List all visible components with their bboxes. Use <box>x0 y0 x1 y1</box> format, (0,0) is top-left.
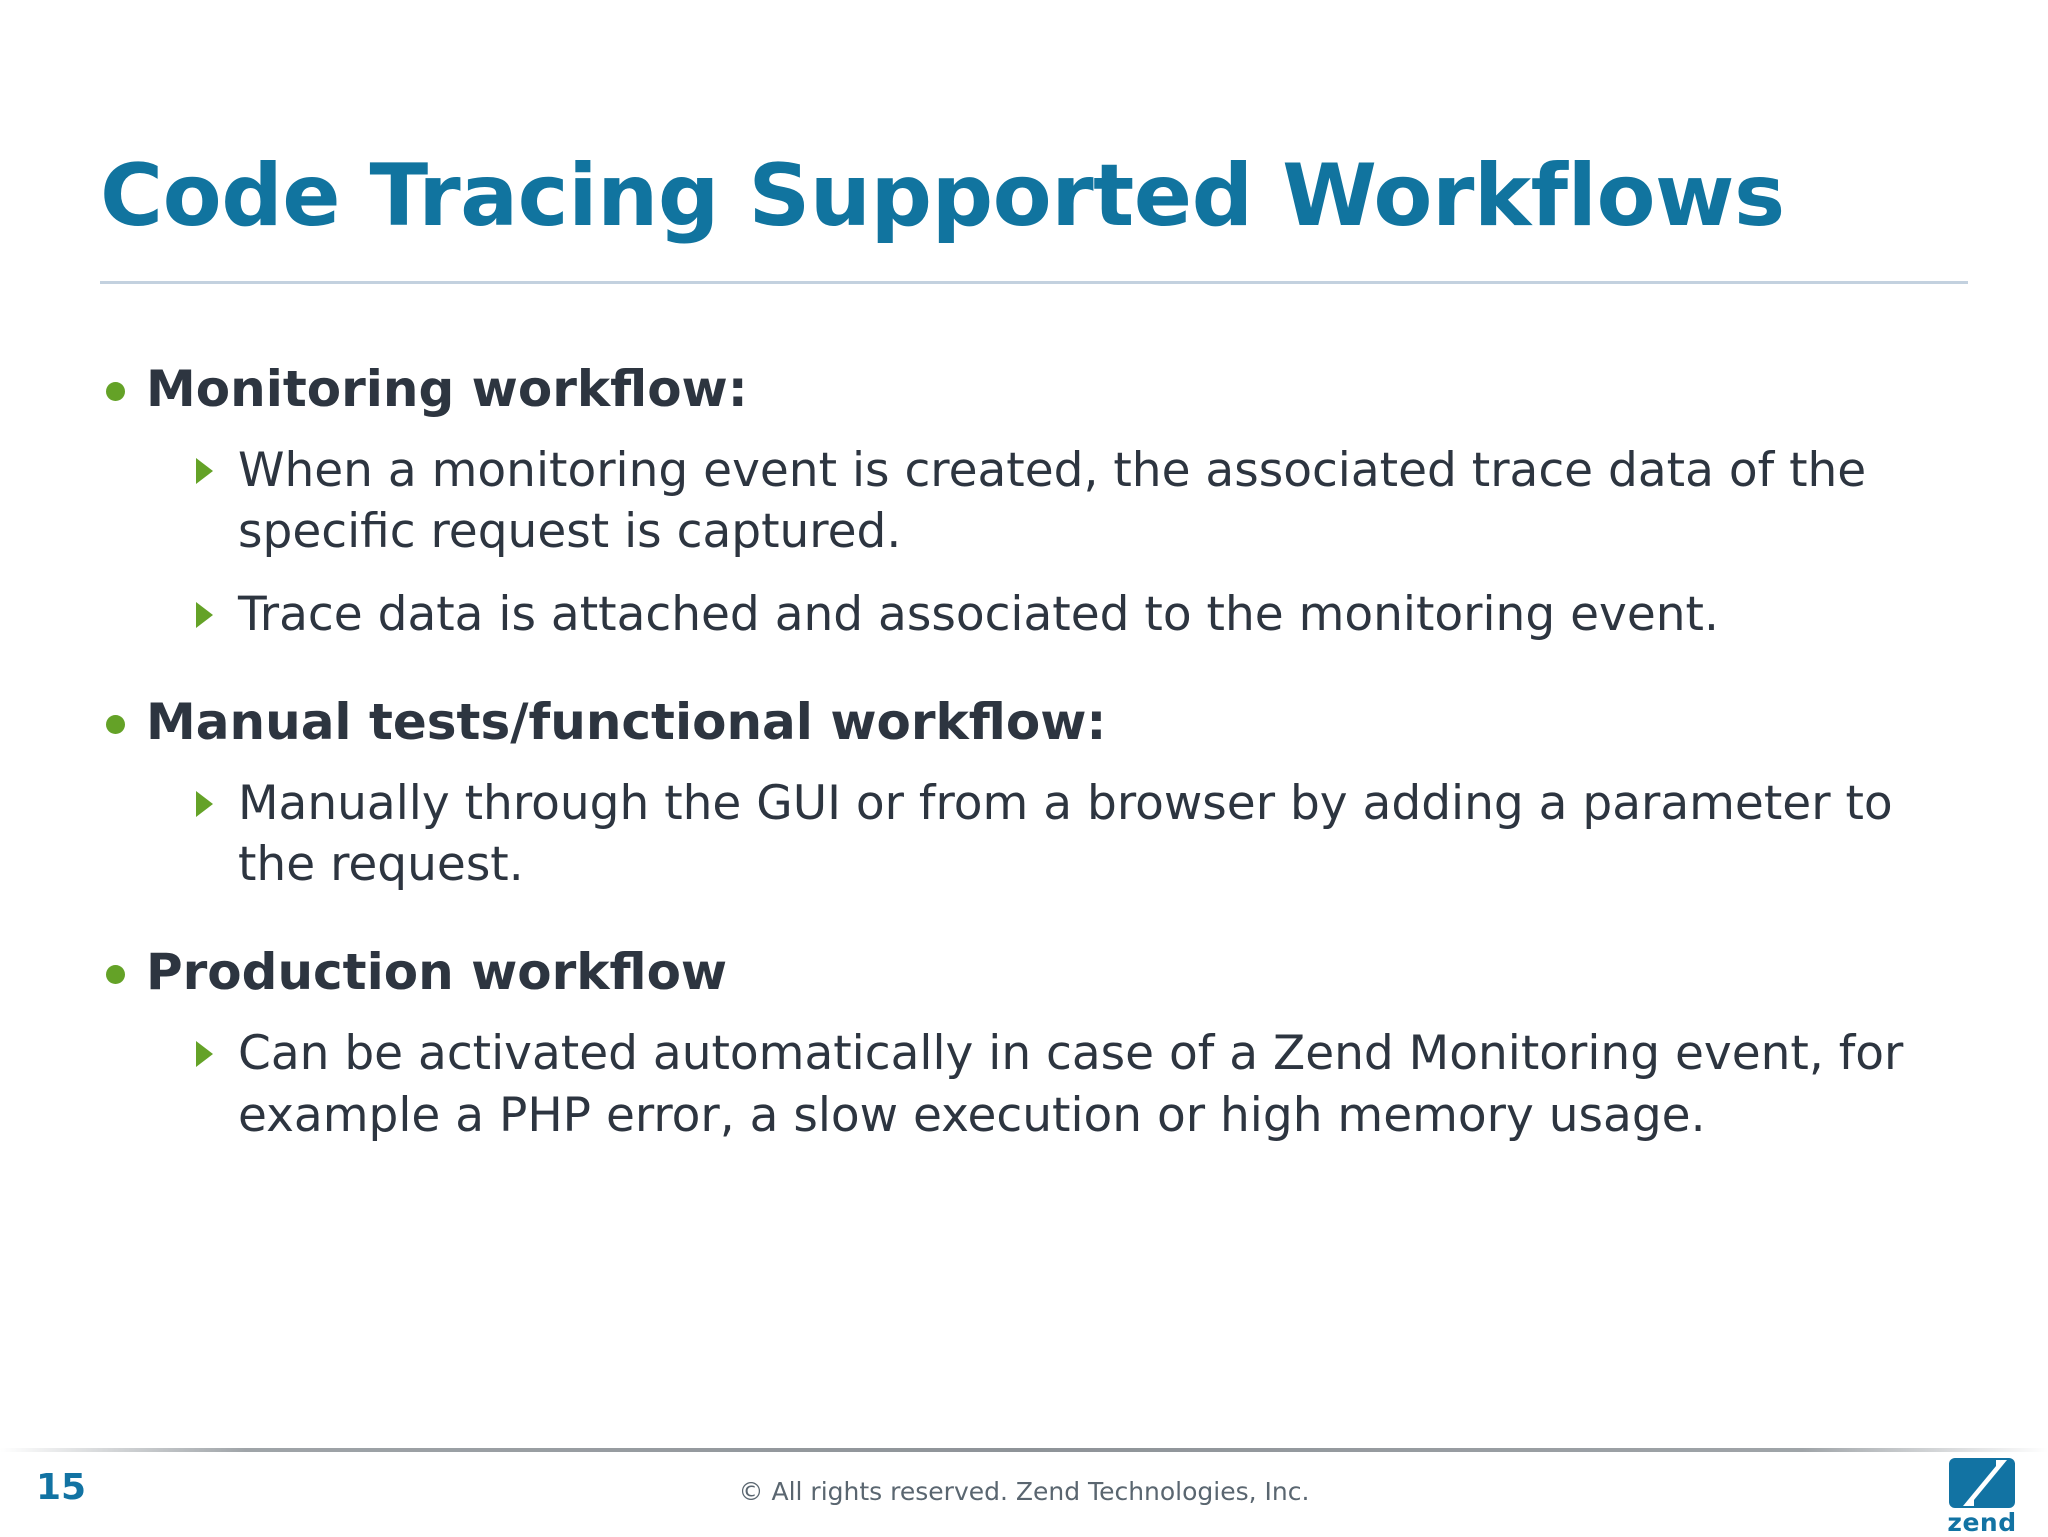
bullet-triangle-icon <box>196 602 213 629</box>
bullet-item-level2: Manually through the GUI or from a brows… <box>100 773 1980 895</box>
bullet-dot-icon <box>106 382 125 401</box>
page-number: 15 <box>36 1467 87 1508</box>
bullet-dot-icon <box>106 965 125 985</box>
bullet-level1-label: Production workflow <box>146 943 728 1002</box>
zend-logo: zend <box>1940 1458 2024 1537</box>
footer-divider <box>0 1448 2048 1452</box>
bullet-level2-label: Can be activated automatically in case o… <box>238 1026 1904 1143</box>
bullet-item-level2: When a monitoring event is created, the … <box>100 440 1980 562</box>
bullet-level2-label: When a monitoring event is created, the … <box>238 443 1867 560</box>
title-block: Code Tracing Supported Workflows <box>100 150 1970 243</box>
bullet-item-level2: Can be activated automatically in case o… <box>100 1023 1980 1145</box>
bullet-item-level1: Production workflow <box>100 943 1980 1001</box>
bullet-triangle-icon <box>196 1041 213 1068</box>
bullet-item-level1: Manual tests/functional workflow: <box>100 693 1980 751</box>
bullet-level1-label: Manual tests/functional workflow: <box>146 693 1107 752</box>
group-spacer <box>100 667 1980 693</box>
zend-mark-icon <box>1949 1458 2015 1508</box>
bullet-level2-label: Manually through the GUI or from a brows… <box>238 776 1893 893</box>
group-spacer <box>100 917 1980 943</box>
bullet-item-level2: Trace data is attached and associated to… <box>100 584 1980 645</box>
bullet-level1-label: Monitoring workflow: <box>146 360 748 418</box>
bullet-list: Monitoring workflow: When a monitoring e… <box>100 360 1980 1168</box>
copyright-text: © All rights reserved. Zend Technologies… <box>738 1477 1310 1506</box>
bullet-level2-label: Trace data is attached and associated to… <box>238 587 1719 643</box>
zend-wordmark: zend <box>1947 1508 2017 1537</box>
page-title: Code Tracing Supported Workflows <box>100 146 1785 246</box>
bullet-dot-icon <box>106 715 125 735</box>
bullet-item-level1: Monitoring workflow: <box>100 360 1980 418</box>
bullet-triangle-icon <box>196 791 213 818</box>
bullet-triangle-icon <box>196 458 213 484</box>
title-divider <box>100 281 1968 284</box>
